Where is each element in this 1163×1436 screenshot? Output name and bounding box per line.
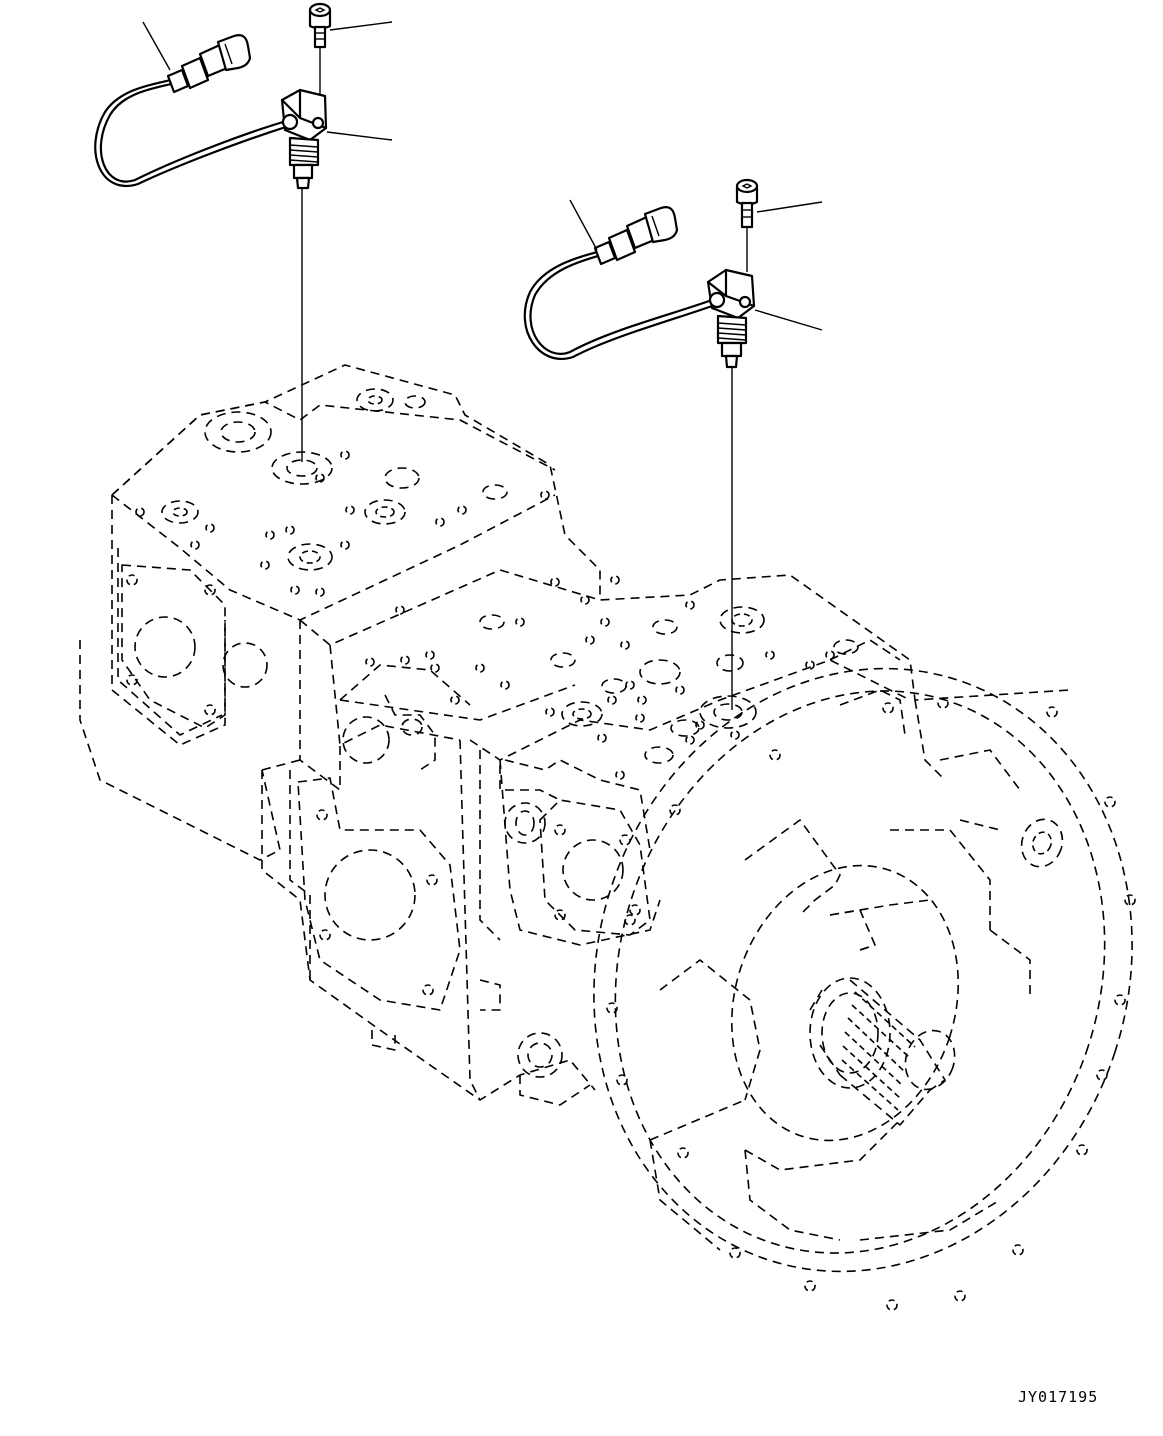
- wire-harness: [523, 206, 717, 360]
- mounting-bolt: [735, 178, 759, 229]
- pressure-sensor: [706, 268, 756, 369]
- wire-harness: [94, 34, 288, 187]
- sensor-assembly-2: [523, 178, 823, 710]
- sensor-assembly-1: [94, 2, 393, 462]
- hydraulic-pump: [79, 364, 1136, 1311]
- pressure-sensor: [280, 88, 328, 190]
- drawing-number: JY017195: [1018, 1388, 1099, 1406]
- mounting-bolt: [308, 2, 332, 49]
